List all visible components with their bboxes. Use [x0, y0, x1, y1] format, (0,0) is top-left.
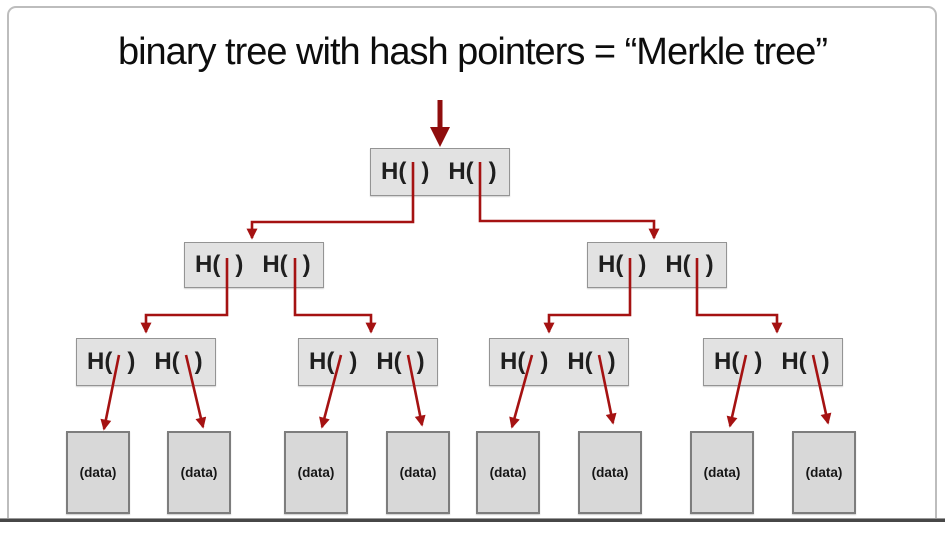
- hash-close-text: ): [638, 251, 647, 278]
- hash-node-right: H() H(): [587, 242, 727, 288]
- hash-slot-right: H(): [376, 348, 424, 376]
- data-leaf-1: (data): [66, 431, 130, 514]
- slide-title: binary tree with hash pointers = “Merkle…: [117, 31, 828, 73]
- hash-pointer-slot: [691, 265, 706, 266]
- data-leaf-label: (data): [703, 465, 741, 480]
- hash-close-text: ): [488, 158, 497, 185]
- data-leaf-label: (data): [805, 465, 843, 480]
- hash-slot-left: H(): [309, 348, 357, 376]
- hash-close-text: ): [302, 251, 311, 278]
- data-leaf-3: (data): [284, 431, 348, 514]
- data-leaf-label: (data): [180, 465, 218, 480]
- hash-slot-left: H(): [87, 348, 135, 376]
- hash-pointer-slot: [334, 362, 349, 363]
- data-leaf-label: (data): [489, 465, 527, 480]
- hash-node-left-right: H() H(): [298, 338, 438, 386]
- hash-slot-left: H(): [195, 251, 243, 279]
- hash-slot-right: H(): [154, 348, 202, 376]
- hash-slot-right: H(): [448, 158, 496, 186]
- hash-close-text: ): [821, 348, 830, 375]
- hash-pointer-slot: [525, 362, 540, 363]
- hash-pointer-slot: [739, 362, 754, 363]
- hash-open-text: H(: [195, 251, 221, 278]
- data-leaf-7: (data): [690, 431, 754, 514]
- slide-frame: [7, 6, 937, 518]
- hash-open-text: H(: [87, 348, 113, 375]
- hash-open-text: H(: [781, 348, 807, 375]
- hash-close-text: ): [349, 348, 358, 375]
- hash-close-text: ): [194, 348, 203, 375]
- data-leaf-5: (data): [476, 431, 540, 514]
- hash-close-text: ): [540, 348, 549, 375]
- hash-slot-left: H(): [381, 158, 429, 186]
- hash-slot-left: H(): [714, 348, 762, 376]
- hash-open-text: H(: [154, 348, 180, 375]
- data-leaf-label: (data): [591, 465, 629, 480]
- data-leaf-4: (data): [386, 431, 450, 514]
- hash-open-text: H(: [309, 348, 335, 375]
- hash-pointer-slot: [623, 265, 638, 266]
- hash-pointer-slot: [220, 265, 235, 266]
- data-leaf-label: (data): [79, 465, 117, 480]
- hash-pointer-slot: [402, 362, 417, 363]
- hash-open-text: H(: [567, 348, 593, 375]
- hash-open-text: H(: [381, 158, 407, 185]
- hash-open-text: H(: [262, 251, 288, 278]
- hash-open-text: H(: [500, 348, 526, 375]
- hash-close-text: ): [705, 251, 714, 278]
- hash-pointer-slot: [180, 362, 195, 363]
- hash-pointer-slot: [288, 265, 303, 266]
- hash-slot-right: H(): [781, 348, 829, 376]
- data-leaf-6: (data): [578, 431, 642, 514]
- hash-node-right-left: H() H(): [489, 338, 629, 386]
- hash-slot-left: H(): [500, 348, 548, 376]
- data-leaf-2: (data): [167, 431, 231, 514]
- data-leaf-8: (data): [792, 431, 856, 514]
- hash-pointer-slot: [474, 172, 489, 173]
- hash-open-text: H(: [665, 251, 691, 278]
- hash-open-text: H(: [714, 348, 740, 375]
- data-leaf-label: (data): [297, 465, 335, 480]
- hash-slot-right: H(): [665, 251, 713, 279]
- hash-node-left: H() H(): [184, 242, 324, 288]
- hash-node-right-right: H() H(): [703, 338, 843, 386]
- hash-close-text: ): [607, 348, 616, 375]
- slide-bottom-edge: [0, 518, 945, 522]
- hash-node-root: H() H(): [370, 148, 510, 196]
- hash-close-text: ): [421, 158, 430, 185]
- hash-close-text: ): [127, 348, 136, 375]
- hash-pointer-slot: [593, 362, 608, 363]
- hash-open-text: H(: [598, 251, 624, 278]
- hash-close-text: ): [416, 348, 425, 375]
- hash-pointer-slot: [112, 362, 127, 363]
- hash-pointer-slot: [807, 362, 822, 363]
- hash-open-text: H(: [376, 348, 402, 375]
- data-leaf-label: (data): [399, 465, 437, 480]
- hash-slot-right: H(): [567, 348, 615, 376]
- hash-slot-right: H(): [262, 251, 310, 279]
- hash-close-text: ): [235, 251, 244, 278]
- hash-node-left-left: H() H(): [76, 338, 216, 386]
- hash-pointer-slot: [406, 172, 421, 173]
- hash-open-text: H(: [448, 158, 474, 185]
- hash-slot-left: H(): [598, 251, 646, 279]
- hash-close-text: ): [754, 348, 763, 375]
